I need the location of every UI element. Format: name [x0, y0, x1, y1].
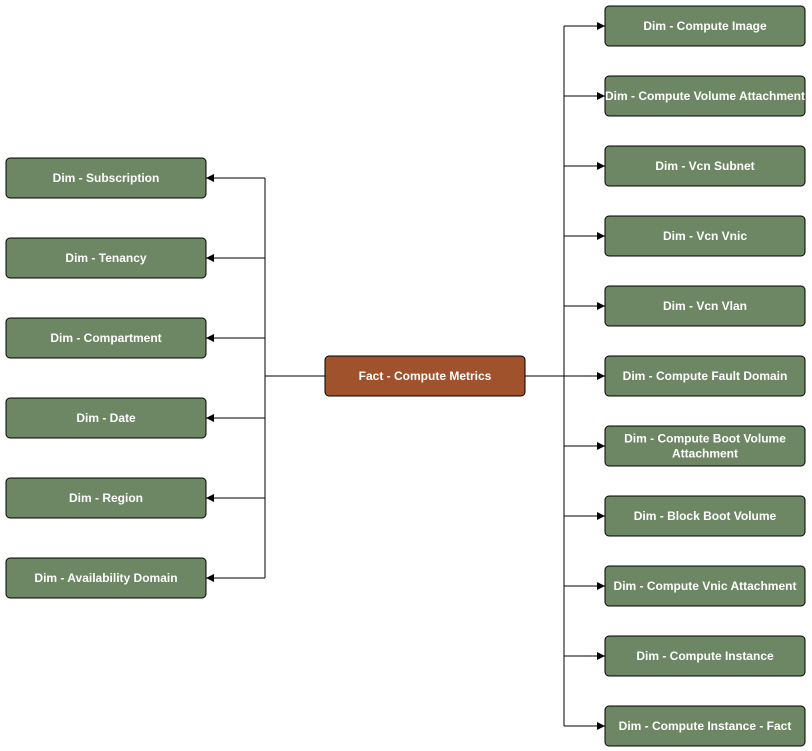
node-dim-compute-volume-attachment-box	[604, 75, 806, 117]
node-dim-tenancy-label: Dim - Tenancy	[65, 251, 146, 265]
node-dim-vcn-subnet[interactable]: Dim - Vcn Subnet	[604, 145, 806, 187]
node-dim-compute-fault-domain[interactable]: Dim - Compute Fault Domain	[604, 355, 806, 397]
node-dim-compartment-label: Dim - Compartment	[50, 331, 161, 345]
node-dim-compute-instance-fact-label: Dim - Compute Instance - Fact	[619, 719, 792, 733]
node-dim-vcn-vnic-box	[604, 215, 806, 257]
node-dim-vcn-vlan[interactable]: Dim - Vcn Vlan	[604, 285, 806, 327]
node-dim-vcn-vnic-label: Dim - Vcn Vnic	[663, 229, 747, 243]
fact-compute-metrics[interactable]: Fact - Compute Metrics	[324, 355, 526, 397]
node-dim-date-label: Dim - Date	[76, 411, 136, 425]
node-dim-region-label: Dim - Region	[69, 491, 143, 505]
node-dim-compartment-box	[5, 317, 207, 359]
node-dim-block-boot-volume[interactable]: Dim - Block Boot Volume	[604, 495, 806, 537]
node-dim-date[interactable]: Dim - Date	[5, 397, 207, 439]
fact-compute-metrics-label: Fact - Compute Metrics	[359, 369, 492, 383]
node-dim-vcn-vlan-label: Dim - Vcn Vlan	[663, 299, 747, 313]
node-dim-compute-instance-fact[interactable]: Dim - Compute Instance - Fact	[604, 705, 806, 747]
node-dim-subscription[interactable]: Dim - Subscription	[5, 157, 207, 199]
node-dim-compartment[interactable]: Dim - Compartment	[5, 317, 207, 359]
node-dim-compute-instance[interactable]: Dim - Compute Instance	[604, 635, 806, 677]
node-dim-compute-volume-attachment-label: Dim - Compute Volume Attachment	[605, 89, 805, 103]
node-dim-compute-instance-label: Dim - Compute Instance	[636, 649, 774, 663]
node-dim-block-boot-volume-box	[604, 495, 806, 537]
node-dim-compute-image[interactable]: Dim - Compute Image	[604, 5, 806, 47]
node-dim-compute-boot-volume-attachment-box	[604, 425, 806, 467]
node-dim-compute-image-label: Dim - Compute Image	[643, 19, 767, 33]
node-dim-region-box	[5, 477, 207, 519]
node-dim-date-box	[5, 397, 207, 439]
node-dim-compute-volume-attachment[interactable]: Dim - Compute Volume Attachment	[604, 75, 806, 117]
node-dim-vcn-vnic[interactable]: Dim - Vcn Vnic	[604, 215, 806, 257]
nodes-layer: Fact - Compute Metrics Dim - Subscription…	[5, 5, 806, 747]
node-dim-availability-domain-label: Dim - Availability Domain	[34, 571, 177, 585]
node-dim-compute-instance-box	[604, 635, 806, 677]
node-dim-compute-vnic-attachment[interactable]: Dim - Compute Vnic Attachment	[604, 565, 806, 607]
node-dim-compute-instance-fact-box	[604, 705, 806, 747]
fact-compute-metrics-box	[324, 355, 526, 397]
node-dim-availability-domain[interactable]: Dim - Availability Domain	[5, 557, 207, 599]
node-dim-availability-domain-box	[5, 557, 207, 599]
node-dim-vcn-vlan-box	[604, 285, 806, 327]
edges-layer	[206, 22, 605, 730]
node-dim-compute-fault-domain-box	[604, 355, 806, 397]
node-dim-vcn-subnet-box	[604, 145, 806, 187]
node-dim-region[interactable]: Dim - Region	[5, 477, 207, 519]
node-dim-tenancy-box	[5, 237, 207, 279]
node-dim-compute-fault-domain-label: Dim - Compute Fault Domain	[623, 369, 788, 383]
node-dim-subscription-box	[5, 157, 207, 199]
node-dim-tenancy[interactable]: Dim - Tenancy	[5, 237, 207, 279]
node-dim-compute-image-box	[604, 5, 806, 47]
node-dim-block-boot-volume-label: Dim - Block Boot Volume	[634, 509, 777, 523]
node-dim-compute-vnic-attachment-label: Dim - Compute Vnic Attachment	[614, 579, 797, 593]
node-dim-compute-vnic-attachment-box	[604, 565, 806, 607]
node-dim-vcn-subnet-label: Dim - Vcn Subnet	[655, 159, 754, 173]
node-dim-subscription-label: Dim - Subscription	[53, 171, 160, 185]
